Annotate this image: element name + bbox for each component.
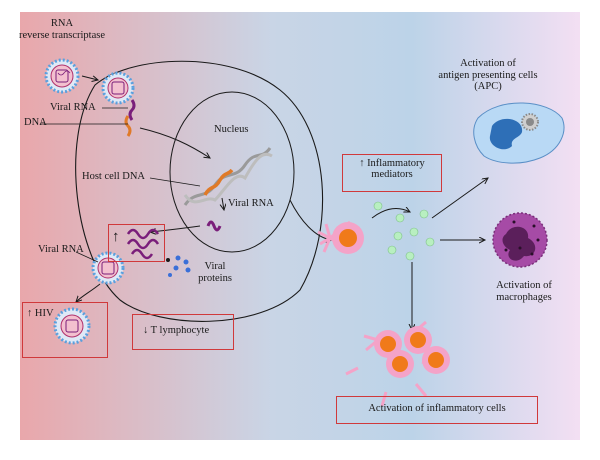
mediator-dots: [373, 201, 435, 261]
label-inflammatory-mediators: ↑ Inflammatory mediators: [349, 158, 435, 180]
hiv-increase-box: ↑ HIV: [22, 302, 108, 358]
label-proteins: proteins: [198, 272, 232, 284]
viral-rna-nucleus-strand: [206, 220, 222, 232]
label-viral-rna-top: Viral RNA: [50, 102, 96, 113]
transcription-arrow: [222, 197, 224, 210]
integration-arrow: [139, 127, 210, 158]
release-arrow: [76, 283, 101, 302]
inflammatory-mediators-box: ↑ Inflammatory mediators: [342, 154, 442, 192]
label-activation-inflammatory: Activation of inflammatory cells: [368, 403, 506, 414]
arrow-to-apc: [431, 178, 488, 219]
apc-cell: [473, 102, 565, 164]
virion-released: [53, 307, 91, 345]
host-cell-membrane: [75, 60, 324, 322]
mediator-release-arrow: [371, 209, 410, 219]
viral-rna-copy-2: [126, 238, 160, 250]
label-inflammatory-mediators-line1: ↑ Inflammatory: [359, 158, 425, 169]
dna-strand-top: [124, 115, 132, 137]
label-dna: DNA: [24, 117, 47, 128]
viral-rna-replication-box: ↑: [108, 224, 165, 262]
inflammatory-cells-activation-box: Activation of inflammatory cells: [336, 396, 538, 424]
virion-fusing: [101, 71, 135, 105]
entry-arrow: [81, 75, 98, 80]
label-viral-rna-left: Viral RNA: [38, 244, 84, 255]
label-hiv-increase: ↑ HIV: [27, 308, 54, 319]
label-activation-macrophages-line1: Activation of: [496, 280, 552, 291]
up-arrow-viral-rna: ↑: [112, 229, 120, 245]
virion-top: [44, 58, 80, 94]
viral-proteins-dots: [166, 255, 191, 277]
label-nucleus: Nucleus: [214, 124, 249, 135]
label-viral: Viral: [204, 261, 226, 272]
label-activation-apc-line3: (APC): [474, 81, 502, 93]
label-activation-apc: Activation of antigen presenting cells (…: [428, 58, 548, 93]
label-viral-rna-nucleus: Viral RNA: [228, 198, 274, 209]
label-rna-reverse-transcriptase: RNA reverse transcriptase: [18, 18, 106, 41]
label-activation-apc-line2: antigen presenting cells: [438, 69, 538, 81]
inflammatory-cell-middle: [317, 220, 364, 254]
label-reverse-transcriptase: reverse transcriptase: [19, 29, 105, 41]
label-inflammatory-mediators-line2: mediators: [371, 169, 413, 180]
macrophage-cell: [492, 212, 548, 268]
host-dna-helix: [183, 147, 273, 206]
nucleus-membrane: [169, 91, 295, 253]
virion-budding: [91, 251, 125, 285]
viral-rna-copy-3: [130, 248, 154, 260]
viral-rna-copy-1: [126, 228, 160, 240]
label-t-lymphocyte-decrease: ↓ T lymphocyte: [143, 325, 210, 336]
t-lymphocyte-box: ↓ T lymphocyte: [132, 314, 234, 350]
label-activation-apc-line1: Activation of: [460, 58, 516, 69]
label-host-cell-dna: Host cell DNA: [82, 171, 145, 182]
viral-rna-strand-top: [128, 99, 136, 121]
inflammatory-cells-cluster: [345, 320, 450, 407]
viral-rna-left-pointer: [75, 251, 99, 263]
host-dna-pointer: [149, 177, 201, 187]
label-activation-macrophages: Activation of macrophages: [484, 280, 564, 303]
label-viral-proteins: Viral proteins: [190, 261, 240, 284]
label-rna: RNA: [50, 18, 74, 29]
label-activation-macrophages-line2: macrophages: [496, 291, 552, 303]
